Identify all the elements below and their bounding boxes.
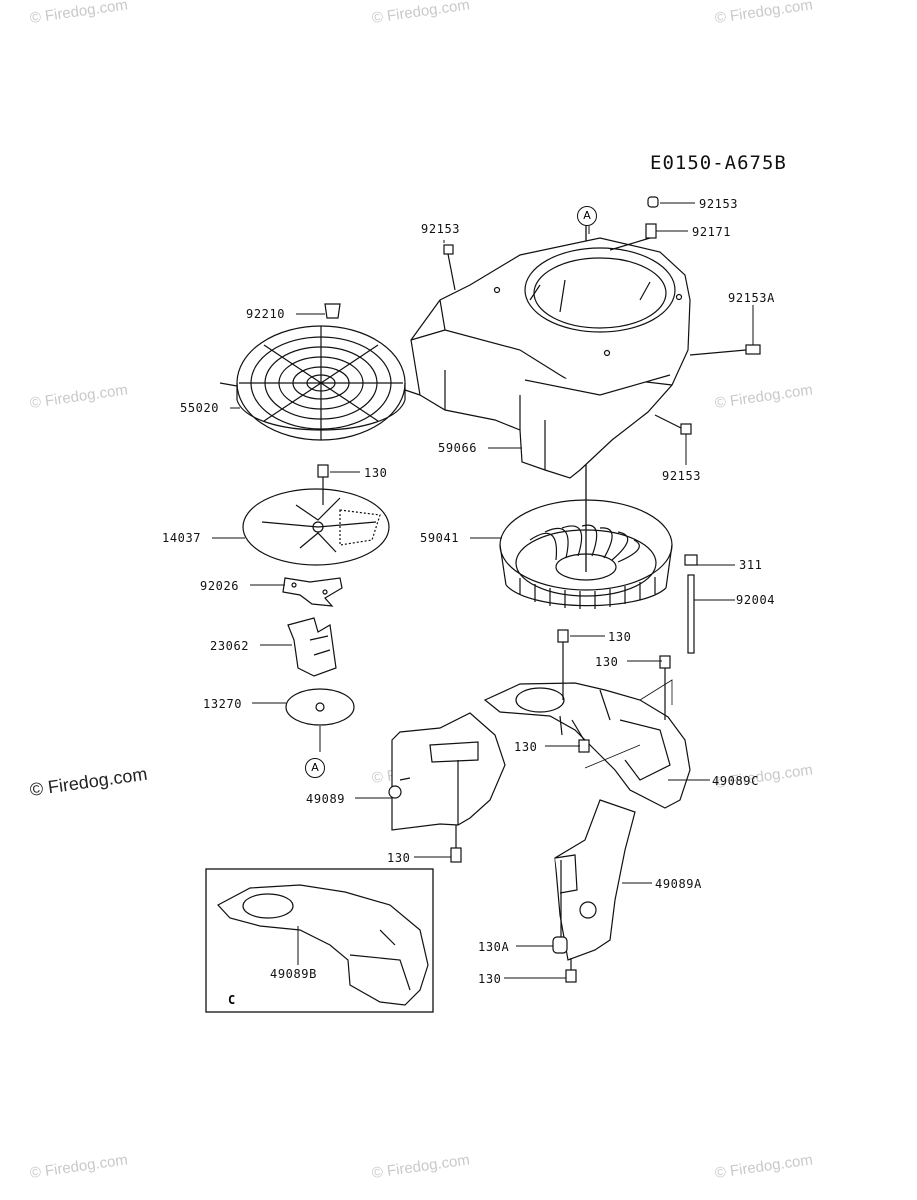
part-label-49089a[interactable]: 49089A	[655, 877, 702, 891]
bracket-23062	[287, 617, 337, 677]
part-label-59066[interactable]: 59066	[438, 441, 478, 455]
cooling-fan	[499, 499, 673, 609]
baffle-49089b	[217, 884, 429, 1006]
part-label-49089[interactable]: 49089	[306, 792, 346, 806]
part-label-130[interactable]: 130	[364, 466, 388, 480]
cover-49089	[388, 712, 506, 831]
bolt-group	[317, 196, 761, 983]
nut-311	[684, 554, 698, 566]
part-label-49089b[interactable]: 49089B	[270, 967, 317, 981]
part-label-130a[interactable]: 130A	[478, 940, 510, 954]
part-label-130[interactable]: 130	[387, 851, 411, 865]
part-label-49089c[interactable]: 49089C	[712, 774, 759, 788]
inset-frame	[205, 868, 434, 1013]
part-label-92171[interactable]: 92171	[692, 225, 732, 239]
part-label-55020[interactable]: 55020	[180, 401, 220, 415]
leader-lines	[212, 202, 754, 979]
part-label-92210[interactable]: 92210	[246, 307, 286, 321]
rod-92004	[687, 574, 695, 654]
part-label-23062[interactable]: 23062	[210, 639, 250, 653]
part-label-92153[interactable]: 92153	[699, 197, 739, 211]
part-label-14037[interactable]: 14037	[162, 531, 202, 545]
plate-92026	[282, 577, 343, 607]
part-label-92153[interactable]: 92153	[421, 222, 461, 236]
part-label-92153a[interactable]: 92153A	[728, 291, 775, 305]
part-label-130[interactable]: 130	[514, 740, 538, 754]
reference-marker-a: A	[577, 206, 597, 226]
rotating-screen	[242, 488, 390, 566]
part-label-59041[interactable]: 59041	[420, 531, 460, 545]
part-label-311[interactable]: 311	[739, 558, 763, 572]
part-label-92153[interactable]: 92153	[662, 469, 702, 483]
baffle-49089c	[483, 682, 691, 809]
part-label-130[interactable]: 130	[595, 655, 619, 669]
part-label-92004[interactable]: 92004	[736, 593, 776, 607]
part-label-92026[interactable]: 92026	[200, 579, 240, 593]
part-label-130[interactable]: 130	[608, 630, 632, 644]
drawing-code: E0150-A675B	[650, 152, 787, 174]
part-label-13270[interactable]: 13270	[203, 697, 243, 711]
cover-49089a	[554, 799, 636, 961]
disc-13270	[285, 688, 355, 726]
reference-marker-a: A	[305, 758, 325, 778]
finger-guard	[219, 325, 421, 441]
inset-letter: C	[228, 993, 236, 1007]
part-label-130[interactable]: 130	[478, 972, 502, 986]
blower-housing	[410, 237, 691, 479]
